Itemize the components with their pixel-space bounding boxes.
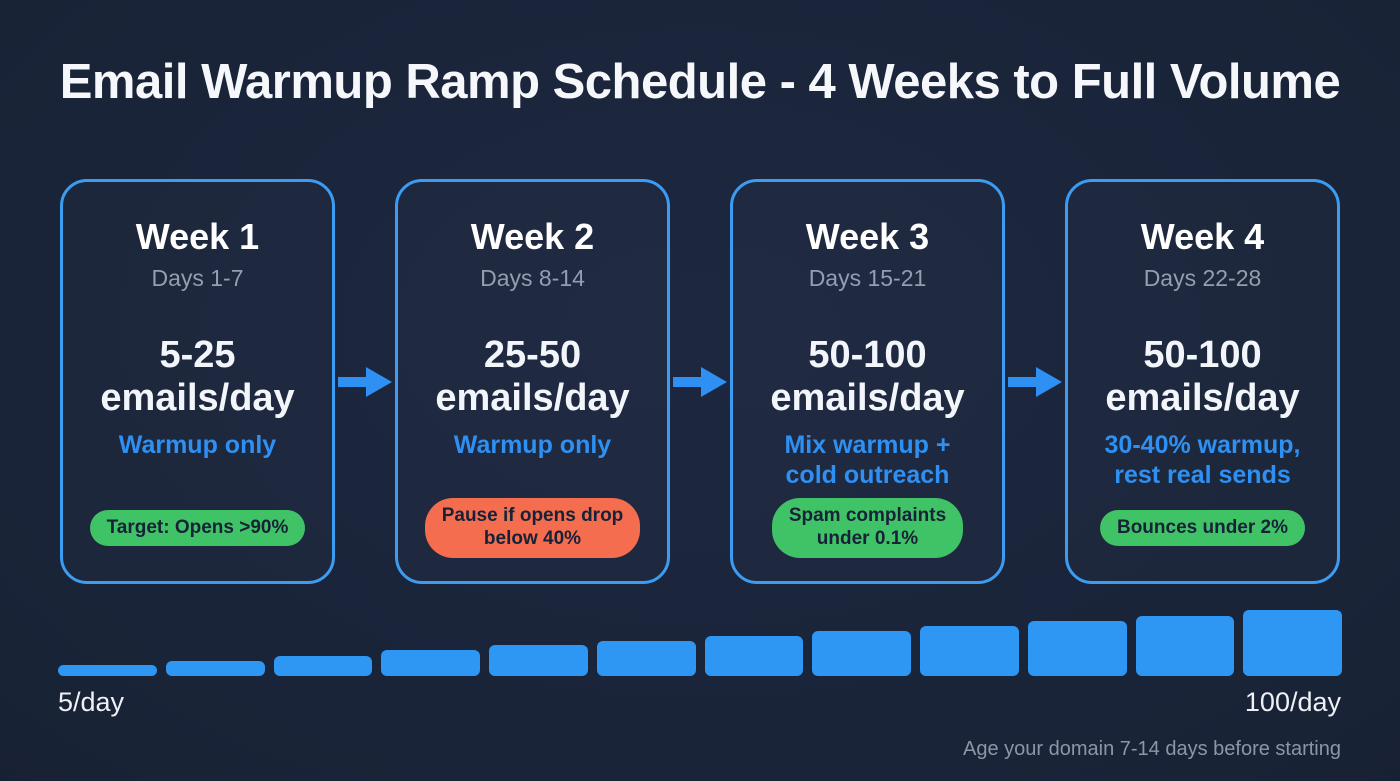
ramp-bar (812, 631, 911, 676)
week-2-card: Week 2 Days 8-14 25-50 emails/day Warmup… (395, 179, 670, 584)
week-1-card: Week 1 Days 1-7 5-25 emails/day Warmup o… (60, 179, 335, 584)
arrow-gap-1 (335, 179, 395, 584)
ramp-bar (1243, 610, 1342, 676)
week-1-volume: 5-25 emails/day (100, 334, 295, 419)
week-4-volume: 50-100 emails/day (1105, 334, 1300, 419)
ramp-bar (273, 656, 373, 676)
ramp-bar (1027, 621, 1127, 676)
week-3-pill-area: Spam complaints under 0.1% (745, 497, 990, 559)
week-1-target-badge: Target: Opens >90% (89, 509, 306, 547)
week-3-days: Days 15-21 (808, 265, 927, 291)
week-1-note: Warmup only (118, 431, 277, 460)
arrow-gap-2 (670, 179, 730, 584)
ramp-bar (1135, 616, 1235, 676)
week-3-title: Week 3 (805, 216, 930, 257)
week-3-volume: 50-100 emails/day (770, 334, 965, 419)
week-4-days: Days 22-28 (1143, 265, 1262, 291)
week-1-days: Days 1-7 (151, 265, 244, 291)
arrow-right-icon (1008, 366, 1062, 397)
arrow-gap-3 (1005, 179, 1065, 584)
ramp-bar (489, 645, 588, 676)
week-4-pill-area: Bounces under 2% (1080, 497, 1325, 559)
arrow-right-icon (338, 366, 392, 397)
ramp-bar (596, 641, 696, 676)
week-3-note: Mix warmup + cold outreach (784, 431, 951, 490)
week-1-title: Week 1 (135, 216, 260, 257)
week-4-title: Week 4 (1140, 216, 1265, 257)
week-3-target-badge: Spam complaints under 0.1% (771, 498, 964, 558)
week-2-days: Days 8-14 (480, 265, 585, 291)
ramp-bar (58, 665, 157, 676)
week-4-note: 30-40% warmup, rest real sends (1104, 431, 1301, 490)
week-cards-row: Week 1 Days 1-7 5-25 emails/day Warmup o… (60, 179, 1341, 584)
week-1-pill-area: Target: Opens >90% (75, 497, 320, 559)
week-4-card: Week 4 Days 22-28 50-100 emails/day 30-4… (1065, 179, 1340, 584)
week-4-target-badge: Bounces under 2% (1099, 509, 1306, 547)
week-2-warning-badge: Pause if opens drop below 40% (424, 498, 641, 558)
week-3-card: Week 3 Days 15-21 50-100 emails/day Mix … (730, 179, 1005, 584)
page-title: Email Warmup Ramp Schedule - 4 Weeks to … (59, 55, 1341, 109)
ramp-bar (704, 636, 804, 676)
week-2-note: Warmup only (453, 431, 612, 460)
ramp-bar (165, 661, 265, 676)
domain-aging-footnote: Age your domain 7-14 days before startin… (963, 738, 1341, 760)
week-2-pill-area: Pause if opens drop below 40% (410, 497, 655, 559)
arrow-right-icon (673, 366, 727, 397)
ramp-end-label: 100/day (1244, 687, 1341, 717)
ramp-bar (381, 650, 480, 676)
volume-ramp-bar-chart (58, 610, 1342, 676)
ramp-start-label: 5/day (58, 687, 125, 717)
week-2-title: Week 2 (470, 216, 595, 257)
week-2-volume: 25-50 emails/day (435, 334, 630, 419)
ramp-bar (920, 626, 1019, 676)
